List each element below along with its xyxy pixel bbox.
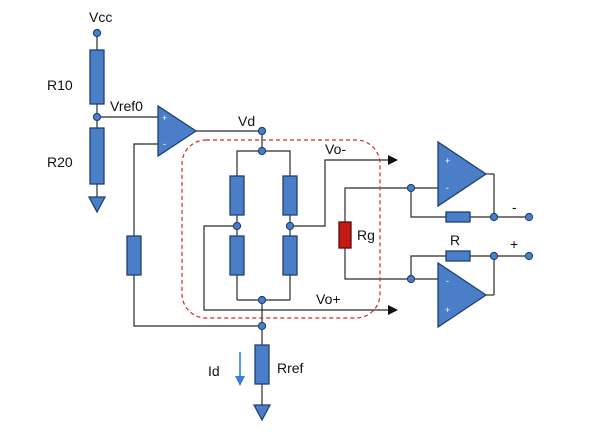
label-rref: Rref [277, 360, 304, 376]
resistor-rg [338, 221, 352, 249]
label-out-minus: - [512, 199, 517, 215]
resistor-bridge-bottom-left [229, 235, 245, 276]
node-rref-top [257, 321, 267, 331]
node-bridge-right [285, 221, 295, 231]
resistor-bridge-bottom-right [282, 235, 298, 276]
opamp-ref-plus: + [162, 113, 167, 123]
node-upper-out [489, 212, 499, 222]
label-r10: R10 [47, 77, 73, 93]
opamp-lower-plus: + [445, 305, 450, 315]
node-vref0 [92, 112, 102, 122]
resistor-r10 [89, 49, 105, 105]
label-out-plus: + [510, 236, 518, 252]
opamp-lower: - + [437, 261, 488, 329]
opamp-upper-minus: - [446, 183, 449, 193]
sensor-bridge-box [181, 139, 381, 319]
node-bridge-left [232, 221, 242, 231]
resistor-feedback-left [126, 235, 142, 276]
resistor-feedback-upper [445, 211, 471, 223]
label-rg: Rg [357, 227, 375, 243]
opamp-upper: + - [437, 140, 488, 208]
junction-nodes [92, 28, 534, 331]
node-lower-out [489, 251, 499, 261]
resistor-feedback-lower [445, 250, 471, 262]
resistor-bridge-top-right [282, 175, 298, 216]
resistor-rref [254, 344, 270, 385]
node-bridge-top [257, 146, 267, 156]
signal-arrowheads [388, 155, 398, 315]
terminal-out-minus [524, 212, 534, 222]
node-upper-minus [406, 183, 416, 193]
label-vo-minus: Vo- [325, 141, 346, 157]
arrow-down-icon [235, 352, 245, 386]
terminal-out-plus [524, 251, 534, 261]
label-r: R [450, 232, 460, 248]
ground-icon [87, 196, 107, 214]
opamp-ref-minus: - [163, 139, 166, 149]
node-vcc [92, 28, 102, 38]
label-vcc: Vcc [89, 9, 112, 25]
label-vd: Vd [238, 113, 255, 129]
node-bridge-bottom [257, 295, 267, 305]
label-vo-plus: Vo+ [316, 291, 341, 307]
opamp-lower-minus: - [446, 276, 449, 286]
node-lower-minus [406, 274, 416, 284]
ground-icon [252, 404, 272, 422]
opamp-upper-plus: + [445, 156, 450, 166]
resistor-bridge-top-left [229, 175, 245, 216]
opamp-reference: + - [157, 104, 198, 158]
label-r20: R20 [47, 154, 73, 170]
label-vref0: Vref0 [110, 98, 143, 114]
node-vd [257, 126, 267, 136]
label-id: Id [208, 363, 220, 379]
resistor-r20 [89, 127, 105, 185]
